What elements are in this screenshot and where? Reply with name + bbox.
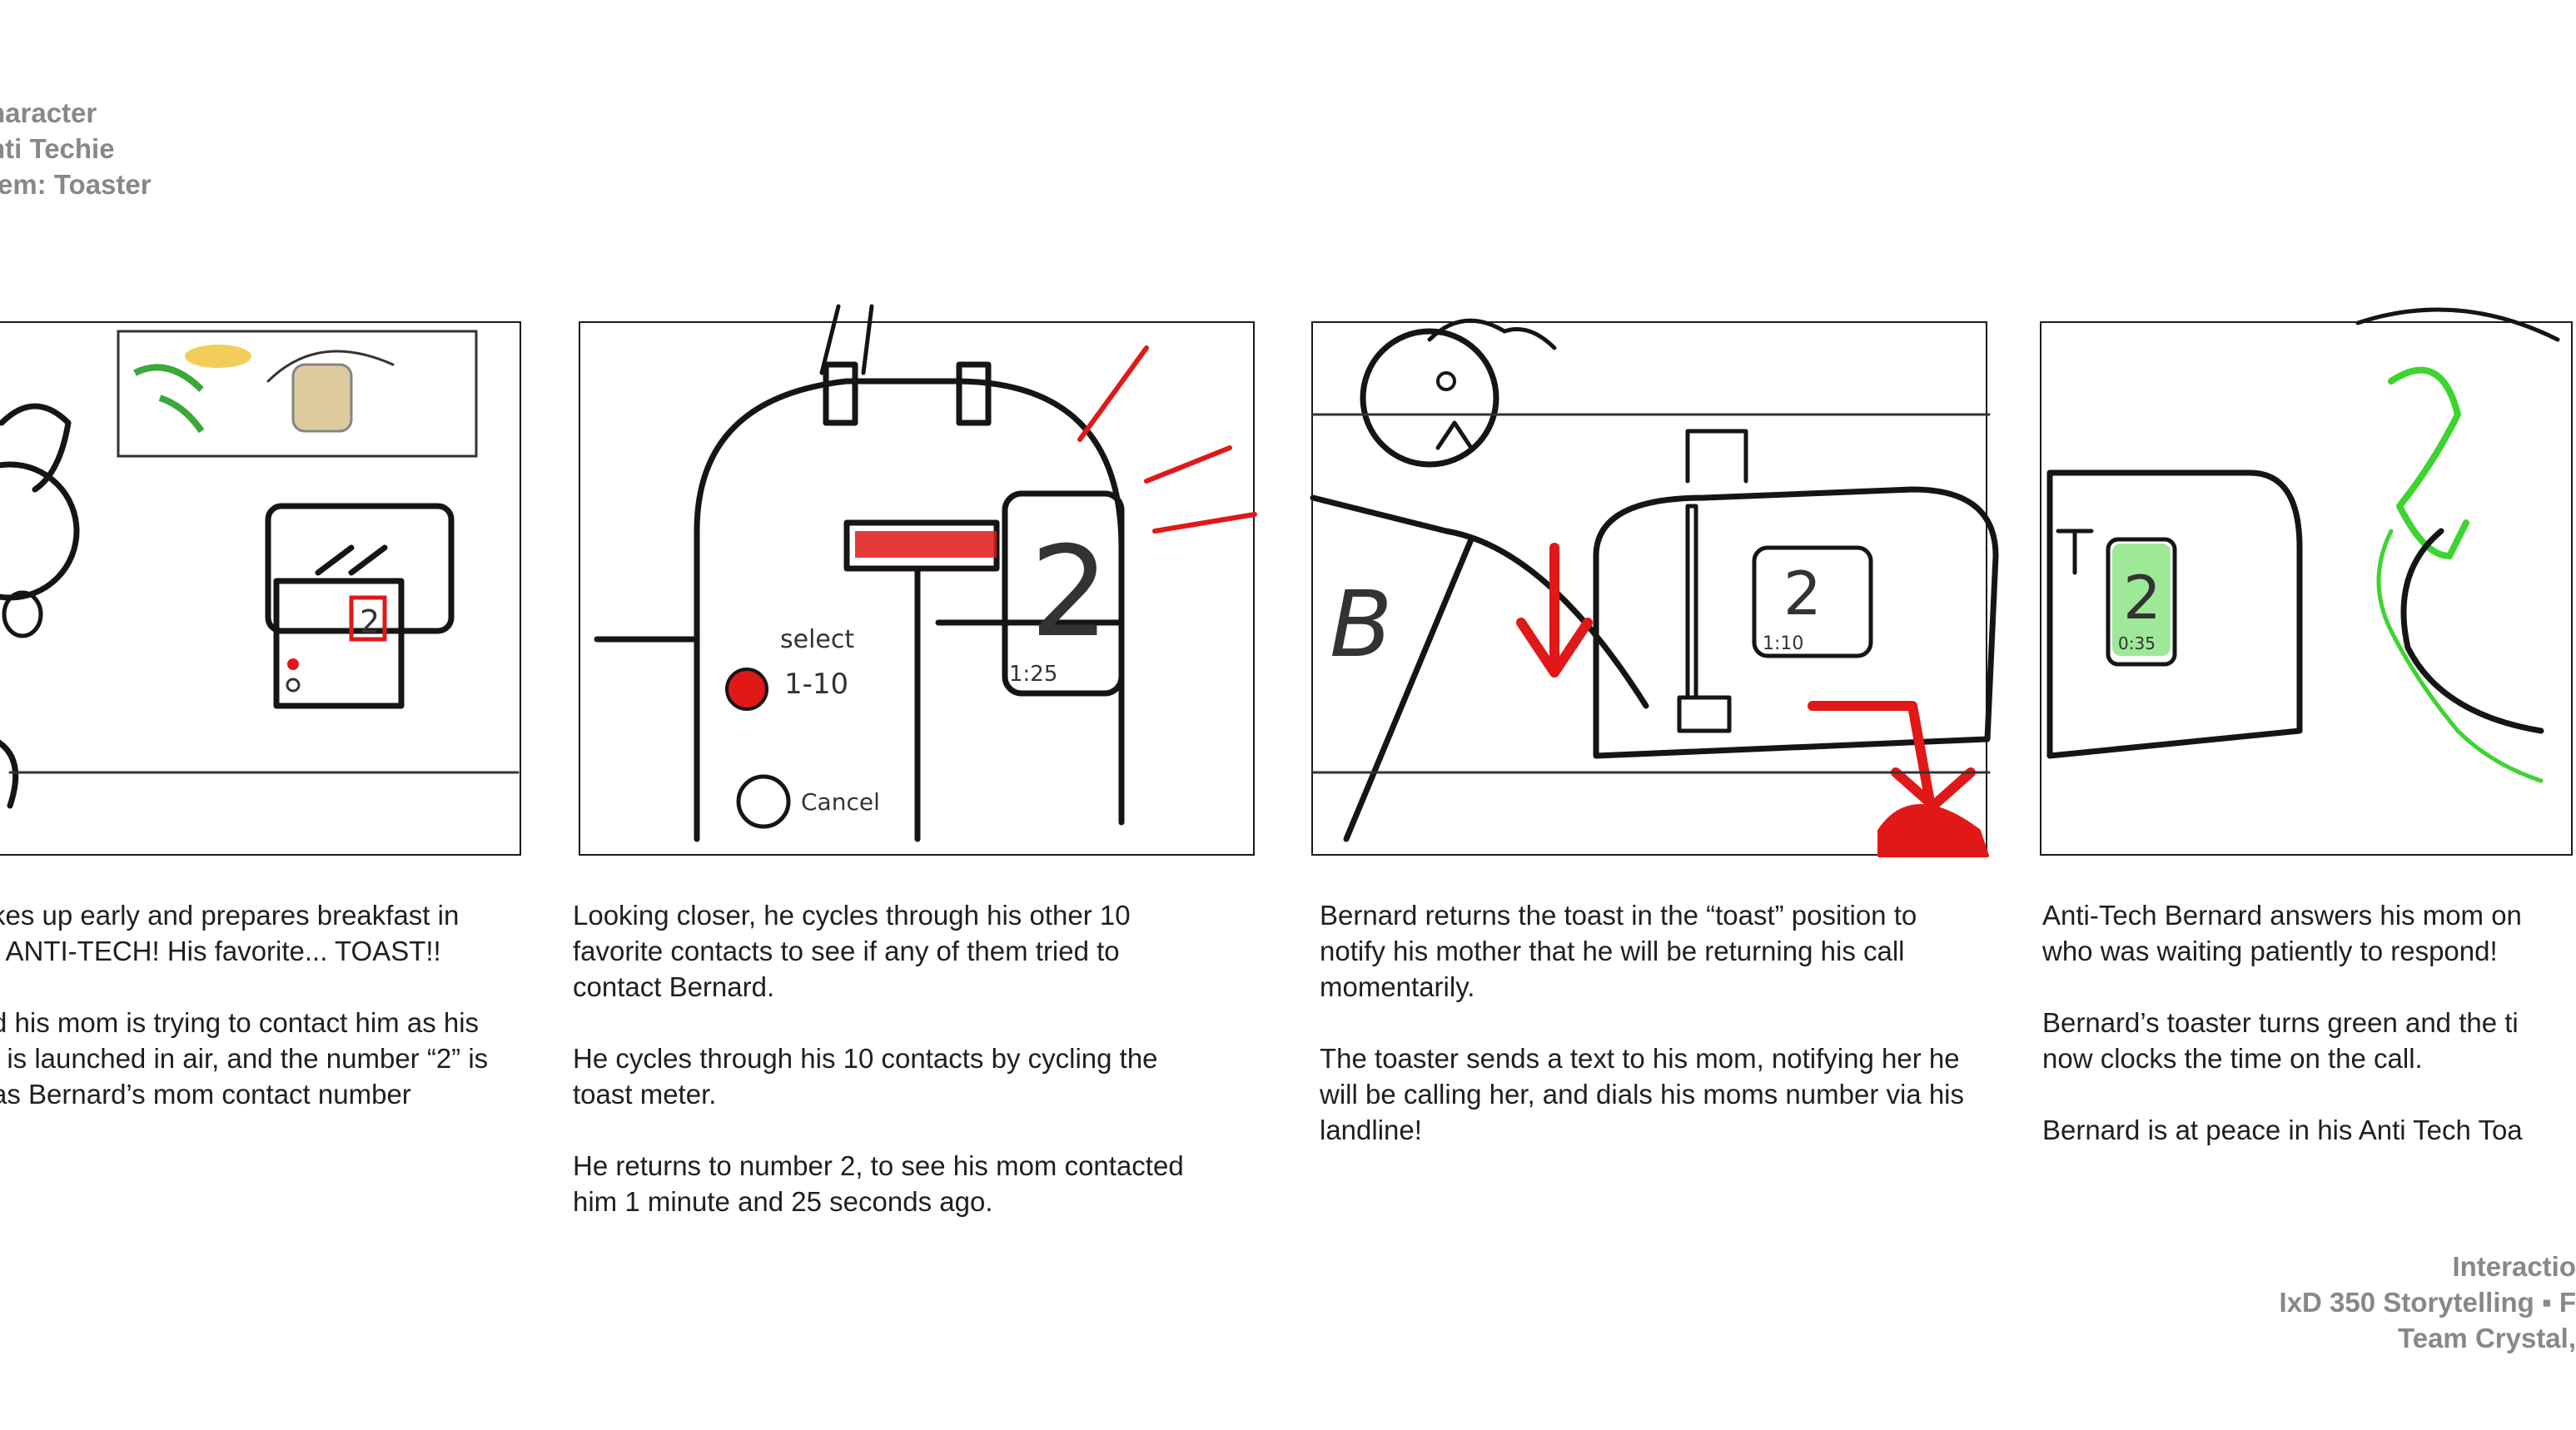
range-label: 1-10 <box>784 668 848 701</box>
panel-3-caption-p1: Bernard returns the toast in the “toast”… <box>1320 900 1917 1002</box>
header-line-character: haracter <box>0 97 97 128</box>
bernard-figure <box>0 403 80 809</box>
panel-2-sketch: 2 1:25 select 1-10 Cancel <box>594 304 1257 842</box>
panel-2-caption-p1: Looking closer, he cycles through his ot… <box>573 900 1131 1002</box>
select-dial: select 1-10 <box>725 625 854 711</box>
panel-2-caption-p3: He returns to number 2, to see his mom c… <box>573 1150 1184 1217</box>
initial-letter: B <box>1330 571 1392 678</box>
toaster-timer: 1:10 <box>1763 633 1803 654</box>
toaster-sketch: 2 0:35 <box>2046 469 2303 759</box>
panel-3-sketch: B 2 1:10 <box>1310 318 1999 857</box>
panel-1-sketch: 2 <box>0 330 520 809</box>
contact-display: 2 1:25 <box>1002 490 1125 697</box>
toaster-digit: 2 <box>360 603 380 640</box>
landline-phone <box>2376 366 2544 783</box>
storyboard-panel-1: 2 <box>0 321 521 856</box>
toast-lever <box>843 519 1000 842</box>
footer-line-1: Interactio <box>2452 1251 2576 1282</box>
panel-3-caption: Bernard returns the toast in the “toast”… <box>1320 897 1964 1184</box>
panel-1-caption-p2: d his mom is trying to contact him as hi… <box>0 1007 489 1110</box>
footer-line-2: IxD 350 Storytelling ▪ F <box>2279 1287 2576 1318</box>
flying-toast <box>291 363 353 433</box>
panel-4-caption-p2: Bernard’s toaster turns green and the ti… <box>2042 1007 2519 1074</box>
select-label: select <box>780 625 854 654</box>
panel-3-caption-p2: The toaster sends a text to his mom, not… <box>1320 1043 1965 1145</box>
panel-1-caption-p1: kes up early and prepares breakfast in f… <box>0 900 460 966</box>
bernard-head <box>1310 318 1649 842</box>
toaster-sketch: 2 <box>265 503 455 709</box>
cancel-label: Cancel <box>801 788 880 816</box>
call-timer: 1:25 <box>1009 662 1057 687</box>
panel-4-caption: Anti-Tech Bernard answers his mom on who… <box>2042 897 2523 1184</box>
cancel-dial: Cancel <box>736 774 880 829</box>
toaster-digit: 2 <box>2123 563 2161 633</box>
footer-credits: Interactio IxD 350 Storytelling ▪ F Team… <box>2280 1249 2576 1356</box>
toaster-sketch: 2 1:10 <box>1593 429 1999 759</box>
panel-2-caption-p2: He cycles through his 10 contacts by cyc… <box>573 1043 1158 1110</box>
panel-4-caption-p1: Anti-Tech Bernard answers his mom on who… <box>2042 900 2522 966</box>
storyboard-panel-2: 2 1:25 select 1-10 Cancel <box>579 304 1257 856</box>
panel-1-caption: kes up early and prepares breakfast in f… <box>0 897 488 1148</box>
toaster-digit: 2 <box>1783 559 1822 628</box>
header: haracter nti Techie tem: Toaster <box>0 95 152 202</box>
kitchen-window <box>117 330 478 458</box>
panel-2-caption: Looking closer, he cycles through his ot… <box>573 897 1184 1255</box>
header-line-persona: nti Techie <box>0 133 115 164</box>
storyboard-panel-3: B 2 1:10 <box>1310 318 1999 857</box>
storyboard-panel-4: 2 0:35 <box>2040 307 2573 856</box>
panel-4-sketch: 2 0:35 <box>2046 307 2560 783</box>
call-clock: 0:35 <box>2118 633 2156 653</box>
toaster-closeup <box>594 304 1125 842</box>
bernard-figure <box>2355 307 2560 734</box>
header-line-system: tem: Toaster <box>0 169 152 200</box>
panel-4-caption-p3: Bernard is at peace in his Anti Tech Toa <box>2042 1115 2523 1145</box>
contact-digit: 2 <box>1030 520 1109 665</box>
footer-line-3: Team Crystal, <box>2398 1323 2576 1353</box>
